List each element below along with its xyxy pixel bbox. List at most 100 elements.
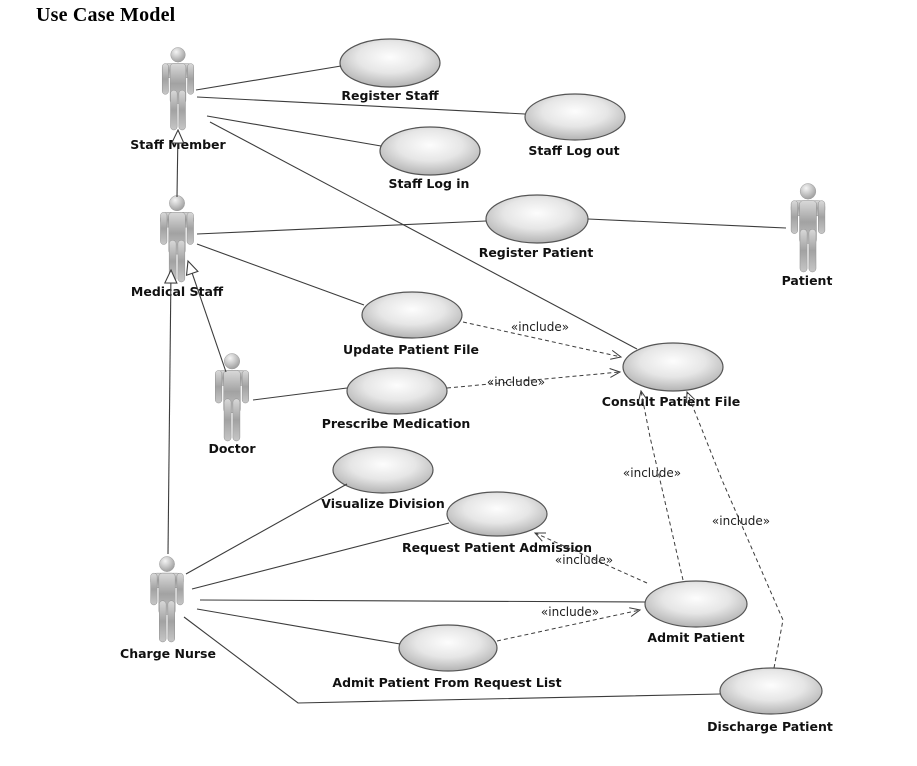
include-label: «include» bbox=[487, 375, 545, 389]
actor-charge-nurse: Charge Nurse bbox=[120, 556, 216, 661]
use-case-ellipse bbox=[719, 667, 823, 715]
use-case-label-admit-patient: Admit Patient bbox=[647, 630, 744, 645]
person-left-arm bbox=[161, 63, 169, 95]
actor-doctor: Doctor bbox=[208, 353, 256, 456]
association-staff-member--consult-patient-file bbox=[209, 121, 638, 350]
use-case-update-patient-file: Update Patient File bbox=[343, 291, 479, 357]
person-right-arm bbox=[176, 572, 184, 606]
open-arrowhead-icon bbox=[533, 532, 546, 542]
person-right-leg bbox=[178, 89, 186, 131]
generalization-medical-staff--staff-member bbox=[176, 142, 179, 198]
association-doctor--prescribe-medication bbox=[252, 387, 348, 401]
open-arrowhead-icon bbox=[686, 390, 696, 404]
use-case-ellipse bbox=[485, 194, 589, 244]
generalization-arrowhead-icon bbox=[185, 259, 199, 277]
person-left-arm bbox=[790, 200, 799, 234]
include-label: «include» bbox=[712, 514, 770, 528]
use-case-ellipse bbox=[622, 342, 724, 392]
use-case-label-register-patient: Register Patient bbox=[479, 245, 594, 260]
association-medical-staff--register-patient bbox=[196, 220, 487, 235]
use-case-admit-patient: Admit Patient bbox=[644, 580, 748, 645]
use-case-ellipse bbox=[339, 38, 441, 88]
open-arrowhead-icon bbox=[629, 607, 642, 617]
use-case-ellipse bbox=[644, 580, 748, 628]
use-case-ellipse bbox=[446, 491, 548, 537]
actor-medical-staff: Medical Staff bbox=[131, 195, 224, 299]
generalization-arrowhead-icon bbox=[170, 128, 185, 144]
person-left-leg bbox=[223, 398, 232, 442]
actor-label-patient: Patient bbox=[782, 273, 833, 288]
person-right-arm bbox=[186, 212, 194, 245]
use-case-label-staff-log-out: Staff Log out bbox=[528, 143, 619, 158]
person-right-leg bbox=[808, 229, 817, 273]
association-staff-member--staff-log-in bbox=[206, 115, 382, 147]
person-head bbox=[170, 47, 186, 63]
person-head bbox=[169, 195, 185, 212]
person-head bbox=[159, 556, 175, 572]
include-label: «include» bbox=[623, 466, 681, 480]
include-arrow-admit-patient--consult-patient-file bbox=[640, 390, 684, 581]
use-case-admit-patient-from-request-list: Admit Patient From Request List bbox=[332, 624, 562, 690]
actor-patient: Patient bbox=[782, 183, 833, 288]
person-right-leg bbox=[232, 398, 241, 442]
use-case-ellipse bbox=[346, 367, 448, 415]
use-case-label-prescribe-medication: Prescribe Medication bbox=[322, 416, 471, 431]
generalization-charge-nurse--medical-staff bbox=[167, 282, 172, 555]
use-case-label-update-patient-file: Update Patient File bbox=[343, 342, 479, 357]
open-arrowhead-icon bbox=[609, 368, 622, 378]
association-staff-member--staff-log-out bbox=[196, 96, 526, 115]
association-charge-nurse--request-patient-admission bbox=[191, 522, 450, 590]
person-right-arm bbox=[187, 63, 195, 95]
person-left-leg bbox=[159, 600, 167, 643]
use-case-register-staff: Register Staff bbox=[339, 38, 441, 103]
use-case-ellipse bbox=[524, 93, 626, 141]
person-left-arm bbox=[160, 212, 168, 245]
use-case-prescribe-medication: Prescribe Medication bbox=[322, 367, 471, 431]
use-case-label-request-patient-admission: Request Patient Admission bbox=[402, 540, 592, 555]
use-case-label-discharge-patient: Discharge Patient bbox=[707, 719, 833, 734]
use-case-label-admit-patient-from-request-list: Admit Patient From Request List bbox=[332, 675, 561, 690]
person-head bbox=[799, 183, 817, 200]
person-left-leg bbox=[170, 89, 178, 131]
person-right-leg bbox=[167, 600, 175, 643]
include-label: «include» bbox=[511, 320, 569, 334]
use-case-label-register-staff: Register Staff bbox=[341, 88, 439, 103]
use-case-label-staff-log-in: Staff Log in bbox=[389, 176, 470, 191]
actor-label-doctor: Doctor bbox=[208, 441, 256, 456]
open-arrowhead-icon bbox=[638, 389, 648, 402]
include-arrow-prescribe-medication--consult-patient-file bbox=[446, 371, 621, 389]
use-case-ellipse bbox=[398, 624, 498, 672]
use-case-label-consult-patient-file: Consult Patient File bbox=[602, 394, 740, 409]
association-medical-staff--update-patient-file bbox=[196, 243, 365, 306]
association-charge-nurse--admit-patient bbox=[199, 599, 646, 603]
person-right-leg bbox=[177, 239, 186, 283]
include-label: «include» bbox=[555, 553, 613, 567]
generalization-doctor--medical-staff bbox=[191, 273, 227, 373]
use-case-consult-patient-file: Consult Patient File bbox=[602, 342, 740, 409]
open-arrowhead-icon bbox=[610, 350, 623, 360]
association-charge-nurse--discharge-patient bbox=[183, 616, 721, 704]
diagram-title: Use Case Model bbox=[36, 4, 176, 26]
use-case-register-patient: Register Patient bbox=[479, 194, 594, 260]
include-arrow-admit-patient-from-request-list--admit-patient bbox=[496, 609, 641, 642]
person-right-arm bbox=[241, 370, 249, 404]
person-right-arm bbox=[817, 200, 826, 234]
use-case-ellipse bbox=[332, 446, 434, 494]
person-left-arm bbox=[150, 572, 158, 606]
use-case-staff-log-out: Staff Log out bbox=[524, 93, 626, 158]
include-arrow-update-patient-file--consult-patient-file bbox=[462, 321, 622, 358]
use-case-discharge-patient: Discharge Patient bbox=[707, 667, 833, 734]
actor-label-staff-member: Staff Member bbox=[130, 137, 226, 152]
person-left-leg bbox=[799, 229, 808, 273]
include-label: «include» bbox=[541, 605, 599, 619]
person-head bbox=[224, 353, 240, 370]
actor-label-medical-staff: Medical Staff bbox=[131, 284, 224, 299]
association-charge-nurse--visualize-division bbox=[185, 483, 348, 575]
use-case-staff-log-in: Staff Log in bbox=[379, 126, 481, 191]
actor-label-charge-nurse: Charge Nurse bbox=[120, 646, 216, 661]
association-register-patient--patient bbox=[587, 218, 787, 229]
person-left-arm bbox=[215, 370, 223, 404]
association-charge-nurse--admit-patient-from-request-list bbox=[196, 608, 401, 645]
use-case-label-visualize-division: Visualize Division bbox=[321, 496, 445, 511]
